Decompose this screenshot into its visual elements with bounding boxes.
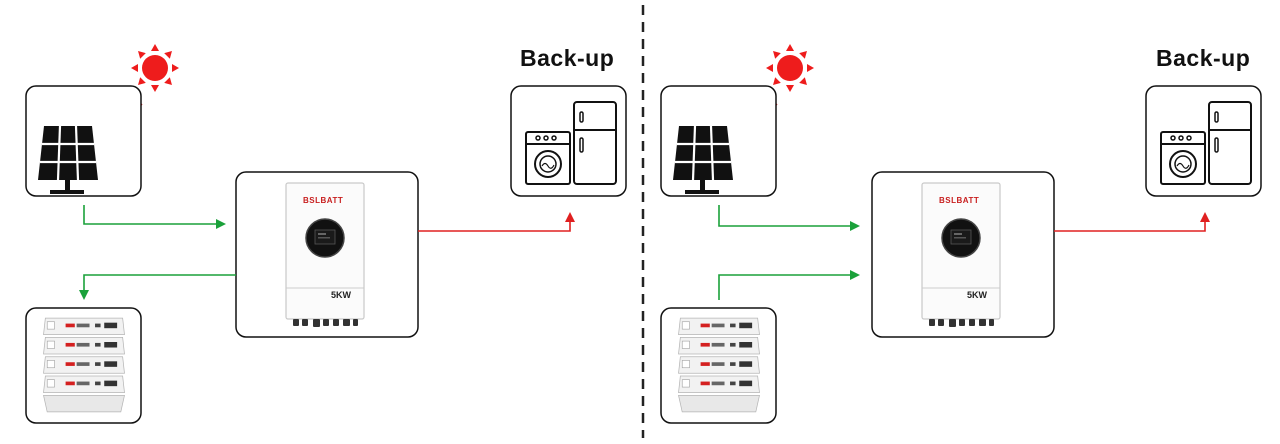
washing-machine-icon xyxy=(1160,131,1206,185)
battery-stack-icon xyxy=(679,318,760,412)
refrigerator-icon xyxy=(1208,101,1252,185)
inverter-rating: 5KW xyxy=(331,290,352,300)
inverter-box: BSLBATT 5KW xyxy=(871,171,1055,338)
inverter-rating: 5KW xyxy=(967,290,988,300)
inverter-brand: BSLBATT xyxy=(939,196,979,205)
sun-icon xyxy=(131,44,179,92)
refrigerator-icon xyxy=(573,101,617,185)
battery-box xyxy=(25,307,142,424)
flow-solar-to-inverter xyxy=(718,205,860,231)
flow-inverter-to-backup xyxy=(418,212,575,232)
backup-label: Back-up xyxy=(1156,45,1250,71)
flow-inverter-to-backup xyxy=(1054,212,1210,232)
washing-machine-icon xyxy=(525,131,571,185)
inverter-brand: BSLBATT xyxy=(303,196,343,205)
inverter-box: BSLBATT 5KW xyxy=(235,171,419,338)
flow-battery-to-inverter xyxy=(718,270,860,300)
backup-label: Back-up xyxy=(520,45,614,71)
backup-loads-box xyxy=(1145,85,1262,197)
backup-loads-box xyxy=(510,85,627,197)
panel-left: BSLBATT 5KW Back-up xyxy=(25,44,627,424)
flow-inverter-to-battery xyxy=(79,274,236,300)
panel-right: BSLBATT 5KW Back-up xyxy=(660,44,1262,424)
flow-solar-to-inverter xyxy=(83,205,226,229)
solar-panel-box xyxy=(25,85,142,197)
sun-icon xyxy=(766,44,814,92)
battery-stack-icon xyxy=(44,318,125,412)
battery-box xyxy=(660,307,777,424)
solar-panel-box xyxy=(660,85,777,197)
